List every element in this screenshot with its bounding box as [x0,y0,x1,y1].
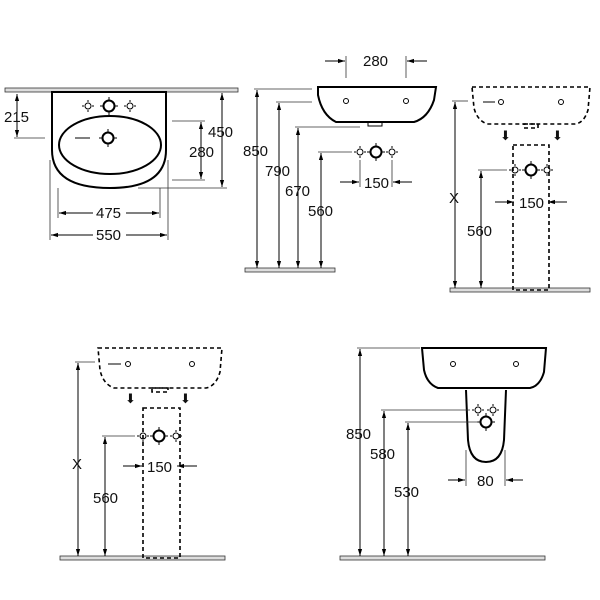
pedestal-view-right: ⬇ ⬇ X 560 150 [449,86,591,293]
dim-560: 560 [467,223,492,240]
basin-outline [51,91,167,190]
pedestal-view-left: ⬇ ⬇ X 560 150 [59,347,226,561]
dim-x: X [72,456,82,473]
floor-bar [244,267,336,273]
dim-215: 215 [4,109,29,126]
pedestal-outline-dashed [142,407,181,559]
basin-outline-dashed [97,347,223,389]
arrow-down-icon: ⬇ [125,391,136,406]
waste-outlet-icon [366,142,386,162]
dim-580: 580 [370,446,395,463]
waste-outlet-icon [149,426,169,446]
dim-475: 475 [96,205,121,222]
dim-80: 80 [477,473,494,490]
dim-530: 530 [394,484,419,501]
basin-outline-dashed [471,86,591,125]
dim-560: 560 [93,490,118,507]
basin-side-outline [317,86,438,123]
waste-outlet-icon [476,412,496,432]
basin-outline [420,347,548,389]
drain-icon [98,128,118,148]
bowl-outline [58,115,162,175]
supply-valve-icon [353,145,367,159]
supply-valve-icon [471,403,485,417]
waste-outlet-icon [521,160,541,180]
dim-280: 280 [189,144,214,161]
supply-valve-icon [540,163,554,177]
dim-280-top: 280 [363,53,388,70]
dim-150: 150 [519,195,544,212]
dim-150: 150 [364,175,389,192]
dim-670: 670 [285,183,310,200]
semi-pedestal-outline [465,389,507,464]
dim-560: 560 [308,203,333,220]
supply-valve-icon [508,163,522,177]
supply-valve-icon [385,145,399,159]
supply-valve-icon [169,429,183,443]
tap-hole-icon [81,99,95,113]
pedestal-outline-dashed [512,144,550,291]
tap-hole-icon [99,96,119,116]
side-view: 280 850 790 670 560 150 [243,53,438,273]
front-view: 215 450 280 475 550 [4,87,239,244]
floor-bar [339,555,546,561]
dim-850: 850 [243,143,268,160]
dim-450: 450 [208,124,233,141]
dim-790: 790 [265,163,290,180]
dim-550: 550 [96,227,121,244]
arrow-down-icon: ⬇ [500,128,511,143]
tap-hole-icon [123,99,137,113]
dim-x: X [449,190,459,207]
dim-850: 850 [346,426,371,443]
arrow-down-icon: ⬇ [552,128,563,143]
dim-150: 150 [147,459,172,476]
supply-valve-icon [486,403,500,417]
semi-pedestal-view: 850 580 530 80 [339,347,548,561]
arrow-down-icon: ⬇ [180,391,191,406]
